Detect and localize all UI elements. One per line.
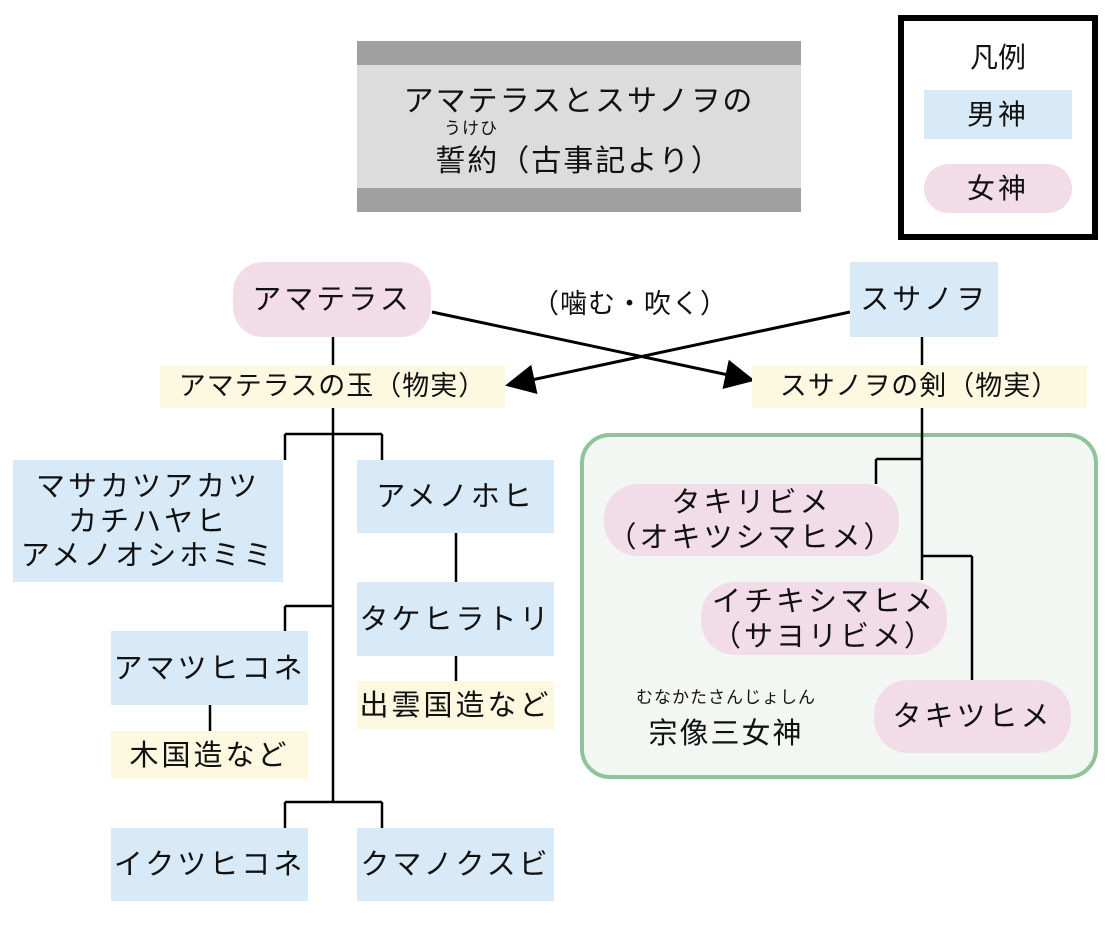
takiribime-line-1: タキリビメ [671, 485, 832, 520]
susanowo-sword-label: スサノヲの剣（物実） [779, 370, 1060, 402]
node-ichikishimahime: イチキシマヒメ （サヨリビメ） [701, 582, 947, 655]
ikutsuhikone-label: イクツヒコネ [113, 847, 306, 882]
izumo-label: 出雲国造など [359, 687, 552, 722]
kumanokusubi-label: クマノクスビ [360, 847, 551, 882]
legend-male: 男神 [924, 90, 1072, 139]
title-ruby: うけひ [444, 119, 498, 139]
node-amenohohi: アメノホヒ [357, 460, 554, 533]
action-label: （噛む・吹く） [532, 289, 728, 320]
ki-kuni-label: 木国造など [129, 737, 290, 772]
node-takehiratori: タケヒラトリ [357, 582, 554, 656]
susanowo-label: スサノヲ [860, 282, 988, 317]
node-susanowo-sword: スサノヲの剣（物実） [752, 365, 1087, 408]
title-line-2: 誓約（古事記より） [435, 144, 723, 179]
munakata-label: 宗像三女神 [648, 716, 804, 750]
amaterasu-jewel-label: アマテラスの玉（物実） [178, 370, 487, 402]
node-susanowo: スサノヲ [850, 262, 998, 337]
legend-male-label: 男神 [966, 98, 1029, 131]
ichikishimahime-line-2: （サヨリビメ） [711, 618, 936, 653]
masakatsu-line-1: マサカツアカツ [35, 468, 260, 503]
ichikishimahime-line-1: イチキシマヒメ [711, 583, 936, 618]
amenohohi-label: アメノホヒ [376, 479, 535, 514]
arrow-amaterasu-to-sword [431, 310, 755, 390]
takitsuhime-label: タキツヒメ [892, 699, 1053, 734]
node-ikutsuhikone: イクツヒコネ [111, 828, 308, 901]
title-panel [357, 41, 801, 212]
masakatsu-line-2: カチハヤヒ [67, 503, 228, 538]
takiribime-line-2: （オキツシマヒメ） [607, 520, 896, 554]
arrow-susanowo-to-jewel [505, 310, 851, 395]
amatsuhikone-label: アマツヒコネ [113, 650, 306, 685]
takehiratori-label: タケヒラトリ [359, 601, 552, 636]
node-amaterasu: アマテラス [233, 262, 431, 337]
node-takiribime: タキリビメ （オキツシマヒメ） [604, 484, 899, 556]
legend-female: 女神 [924, 164, 1072, 213]
node-izumo: 出雲国造など [357, 681, 554, 729]
munakata-ruby: むなかたさんじょしん [636, 688, 816, 708]
node-ki-kuni: 木国造など [111, 731, 308, 779]
node-masakatsu: マサカツアカツ カチハヤヒ アメノオシホミミ [13, 460, 283, 582]
amaterasu-label: アマテラス [252, 282, 412, 317]
title-line-1: アマテラスとスサノヲの [403, 84, 755, 119]
masakatsu-line-3: アメノオシホミミ [20, 538, 276, 573]
node-amaterasu-jewel: アマテラスの玉（物実） [160, 365, 505, 408]
legend-female-label: 女神 [966, 172, 1029, 205]
title-bar-bottom [357, 188, 801, 212]
title-bar-top [357, 41, 801, 65]
node-takitsuhime: タキツヒメ [874, 680, 1071, 753]
node-kumanokusubi: クマノクスビ [357, 828, 554, 901]
legend-title: 凡例 [969, 41, 1026, 74]
node-amatsuhikone: アマツヒコネ [111, 631, 308, 705]
